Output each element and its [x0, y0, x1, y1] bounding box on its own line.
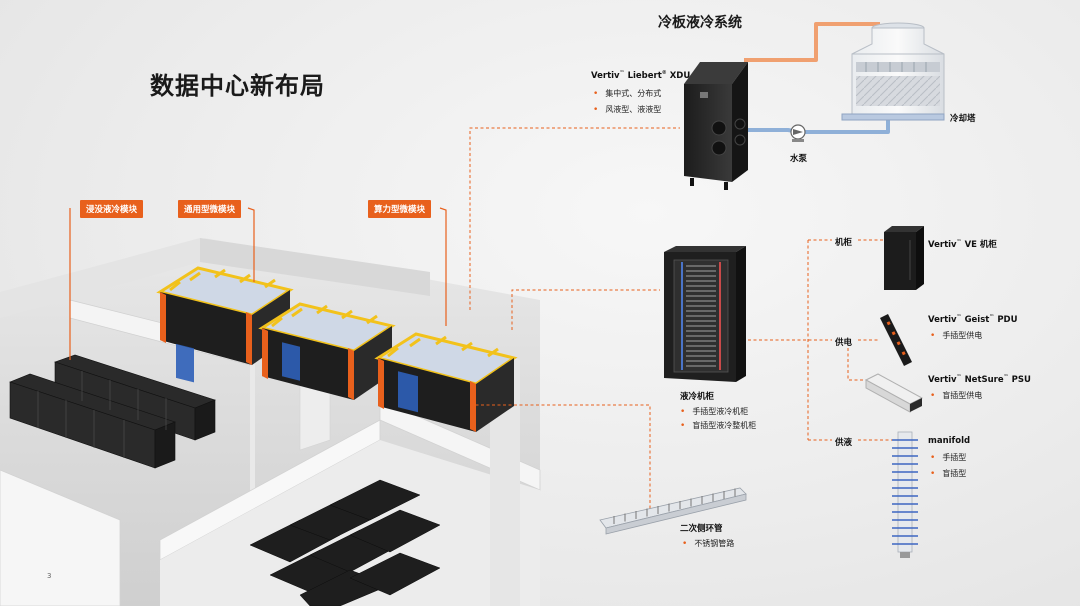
- secondary-loop-pipe: [599, 487, 747, 535]
- liquid-cooled-cabinet: [664, 246, 746, 382]
- connector-xdu: [469, 127, 680, 310]
- xdu-model: Liebert: [627, 70, 662, 81]
- pdu-brand: Vertiv: [928, 314, 957, 325]
- xdu-label: Vertiv™ Liebert® XDU: [591, 70, 690, 81]
- loop-feature: 不锈钢管路: [682, 538, 734, 549]
- lower-room-racks: [249, 479, 441, 606]
- ve-cabinet-label: Vertiv™ VE 机柜: [928, 238, 997, 250]
- manifold-device: [892, 431, 918, 558]
- back-wall: [200, 238, 430, 296]
- page-title: 数据中心新布局: [150, 72, 325, 100]
- pump-label: 水泵: [790, 154, 808, 164]
- immersion-tanks: [9, 354, 216, 469]
- ve-cabinet: [884, 226, 924, 290]
- loop-label: 二次侧环管: [680, 524, 723, 534]
- connector-cabinet: [511, 289, 660, 330]
- pdu-tm2: ™: [989, 314, 995, 320]
- psu-device: [864, 373, 924, 413]
- psu-tm2: ™: [1003, 374, 1009, 380]
- xdu-brand: Vertiv: [591, 70, 620, 81]
- tag-general-micro-module: 通用型微模块: [178, 200, 242, 218]
- branch-power-label: 供电: [835, 338, 853, 348]
- tag-immersion-module: 浸没液冷模块: [80, 200, 144, 218]
- dashed-connectors: [469, 127, 896, 512]
- front-wall-left: [0, 469, 121, 606]
- cooling-tower: [841, 22, 945, 121]
- callout-general: [247, 207, 255, 282]
- pdu-feature: 手插型供电: [930, 330, 982, 341]
- tag-compute-micro-module: 算力型微模块: [368, 200, 432, 218]
- pdu-suffix: PDU: [997, 314, 1018, 325]
- branch-rack-label: 机柜: [835, 238, 853, 248]
- pdu-tm: ™: [956, 314, 962, 320]
- psu-feature: 盲插型供电: [930, 390, 982, 401]
- pump-icon: [790, 124, 806, 142]
- callout-lines: [69, 207, 447, 360]
- psu-brand: Vertiv: [928, 374, 957, 385]
- page-number: 3: [47, 572, 52, 580]
- manifold-feature: 手插型: [930, 452, 966, 463]
- branch-liquid-label: 供液: [835, 438, 853, 448]
- cold-pipe: [744, 120, 890, 134]
- cabinet-label: 液冷机柜: [680, 392, 715, 402]
- psu-suffix: PSU: [1011, 374, 1031, 385]
- left-back-wall: [0, 238, 200, 318]
- hot-pipe: [744, 22, 880, 62]
- xdu-feature: 集中式、分布式: [593, 88, 661, 99]
- callout-compute: [439, 207, 447, 326]
- psu-label: Vertiv™ NetSure™ PSU: [928, 374, 1031, 385]
- ve-brand: Vertiv: [928, 240, 957, 250]
- connector-psu: [847, 348, 866, 381]
- ve-name: VE 机柜: [964, 240, 997, 250]
- xdu-reg: ®: [661, 70, 667, 76]
- cabinet-feature: 手插型液冷机柜: [680, 406, 748, 417]
- xdu-tm: ™: [619, 70, 625, 76]
- system-title: 冷板液冷系统: [658, 15, 742, 31]
- pdu-device: [880, 314, 912, 366]
- micro-module-compute: [374, 332, 518, 432]
- manifold-label: manifold: [928, 436, 971, 446]
- manifold-feature: 盲插型: [930, 468, 966, 479]
- pdu-name: Geist: [964, 314, 990, 325]
- xdu-feature: 风液型、液液型: [593, 104, 661, 115]
- pdu-label: Vertiv™ Geist™ PDU: [928, 314, 1018, 325]
- ve-tm: ™: [956, 239, 962, 246]
- cooling-tower-label: 冷却塔: [950, 114, 976, 124]
- xdu-unit: [684, 62, 748, 190]
- xdu-suffix: XDU: [669, 70, 691, 81]
- cabinet-feature: 盲插型液冷整机柜: [680, 420, 756, 431]
- micro-module-general-2: [258, 302, 396, 400]
- psu-tm: ™: [956, 374, 962, 380]
- data-center-room: [0, 238, 541, 606]
- psu-name: NetSure: [964, 374, 1004, 385]
